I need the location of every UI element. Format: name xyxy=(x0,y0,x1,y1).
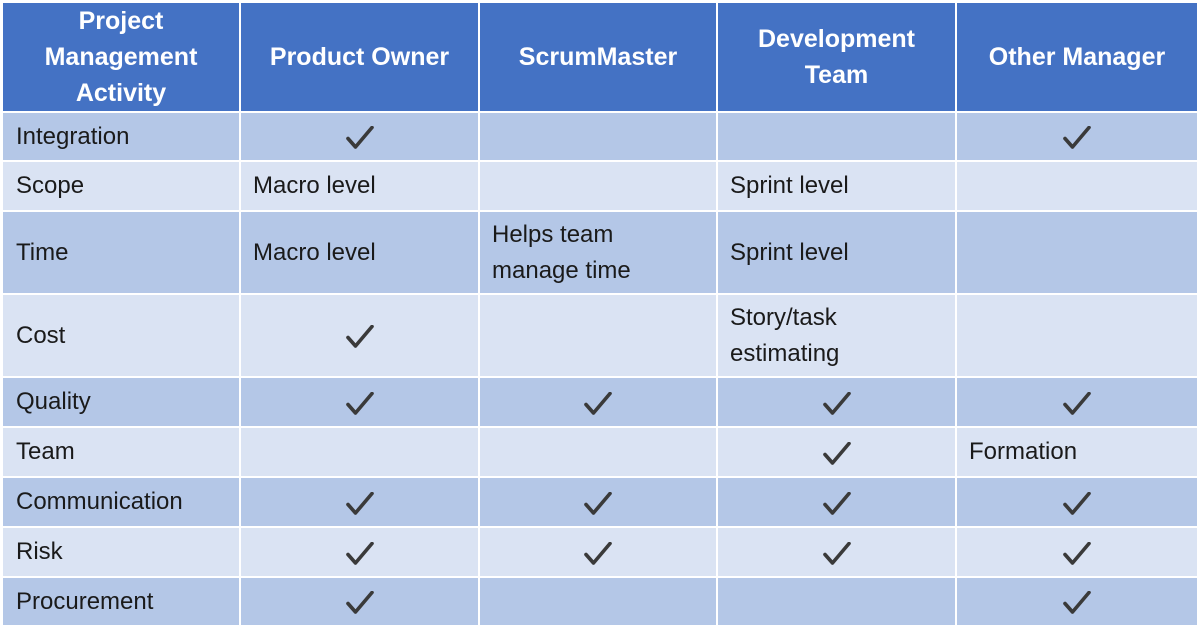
check-mark-icon xyxy=(584,491,612,515)
text-cell xyxy=(480,428,718,478)
header-other-manager: Other Manager xyxy=(957,3,1197,113)
check-cell xyxy=(718,478,957,528)
table-row: Procurement xyxy=(3,578,1197,625)
check-mark-icon xyxy=(345,541,374,565)
table-row: Team Formation xyxy=(3,428,1197,478)
check-mark-icon xyxy=(345,590,374,614)
check-mark-icon xyxy=(822,541,851,565)
check-cell xyxy=(957,478,1197,528)
activity-cell: Quality xyxy=(3,378,241,428)
check-mark-icon xyxy=(822,391,851,415)
check-cell xyxy=(480,478,718,528)
text-cell xyxy=(241,428,480,478)
check-mark-icon xyxy=(345,391,374,415)
check-cell xyxy=(241,295,480,378)
check-cell xyxy=(241,478,480,528)
check-mark-icon xyxy=(822,491,851,515)
check-mark-icon xyxy=(1063,125,1091,149)
check-mark-icon xyxy=(345,491,374,515)
table-row: Risk xyxy=(3,528,1197,578)
check-mark-icon xyxy=(1063,590,1091,614)
text-cell xyxy=(957,212,1197,295)
check-mark-icon xyxy=(1063,391,1091,415)
check-mark-icon xyxy=(584,541,612,565)
text-cell: Story/task estimating xyxy=(718,295,957,378)
check-cell xyxy=(957,378,1197,428)
check-mark-icon xyxy=(1063,541,1091,565)
header-activity: Project Management Activity xyxy=(3,3,241,113)
activity-cell: Integration xyxy=(3,113,241,162)
check-cell xyxy=(957,578,1197,625)
text-cell xyxy=(957,162,1197,212)
activity-cell: Cost xyxy=(3,295,241,378)
table-row: Communication xyxy=(3,478,1197,528)
table-row: Cost Story/task estimating xyxy=(3,295,1197,378)
check-cell xyxy=(241,378,480,428)
header-development-team: Development Team xyxy=(718,3,957,113)
text-cell: Macro level xyxy=(241,162,480,212)
text-cell xyxy=(718,113,957,162)
check-mark-icon xyxy=(1063,491,1091,515)
text-cell: Formation xyxy=(957,428,1197,478)
activity-cell: Time xyxy=(3,212,241,295)
header-row: Project Management Activity Product Owne… xyxy=(3,3,1197,113)
check-cell xyxy=(718,428,957,478)
check-mark-icon xyxy=(584,391,612,415)
check-cell xyxy=(957,528,1197,578)
text-cell xyxy=(480,578,718,625)
text-cell xyxy=(480,295,718,378)
text-cell xyxy=(480,113,718,162)
activity-cell: Team xyxy=(3,428,241,478)
check-cell xyxy=(957,113,1197,162)
check-mark-icon xyxy=(345,324,374,348)
check-cell xyxy=(241,113,480,162)
check-cell xyxy=(241,578,480,625)
header-product-owner: Product Owner xyxy=(241,3,480,113)
check-cell xyxy=(480,528,718,578)
check-cell xyxy=(480,378,718,428)
header-scrummaster: ScrumMaster xyxy=(480,3,718,113)
activity-cell: Procurement xyxy=(3,578,241,625)
table-row: Quality xyxy=(3,378,1197,428)
check-cell xyxy=(718,378,957,428)
text-cell xyxy=(480,162,718,212)
text-cell xyxy=(957,295,1197,378)
responsibility-table: Project Management Activity Product Owne… xyxy=(3,3,1197,625)
table-row: Integration xyxy=(3,113,1197,162)
text-cell: Macro level xyxy=(241,212,480,295)
text-cell: Sprint level xyxy=(718,162,957,212)
check-mark-icon xyxy=(822,441,851,465)
activity-cell: Scope xyxy=(3,162,241,212)
text-cell xyxy=(718,578,957,625)
check-mark-icon xyxy=(345,125,374,149)
text-cell: Sprint level xyxy=(718,212,957,295)
activity-cell: Communication xyxy=(3,478,241,528)
text-cell: Helps team manage time xyxy=(480,212,718,295)
check-cell xyxy=(241,528,480,578)
activity-cell: Risk xyxy=(3,528,241,578)
check-cell xyxy=(718,528,957,578)
